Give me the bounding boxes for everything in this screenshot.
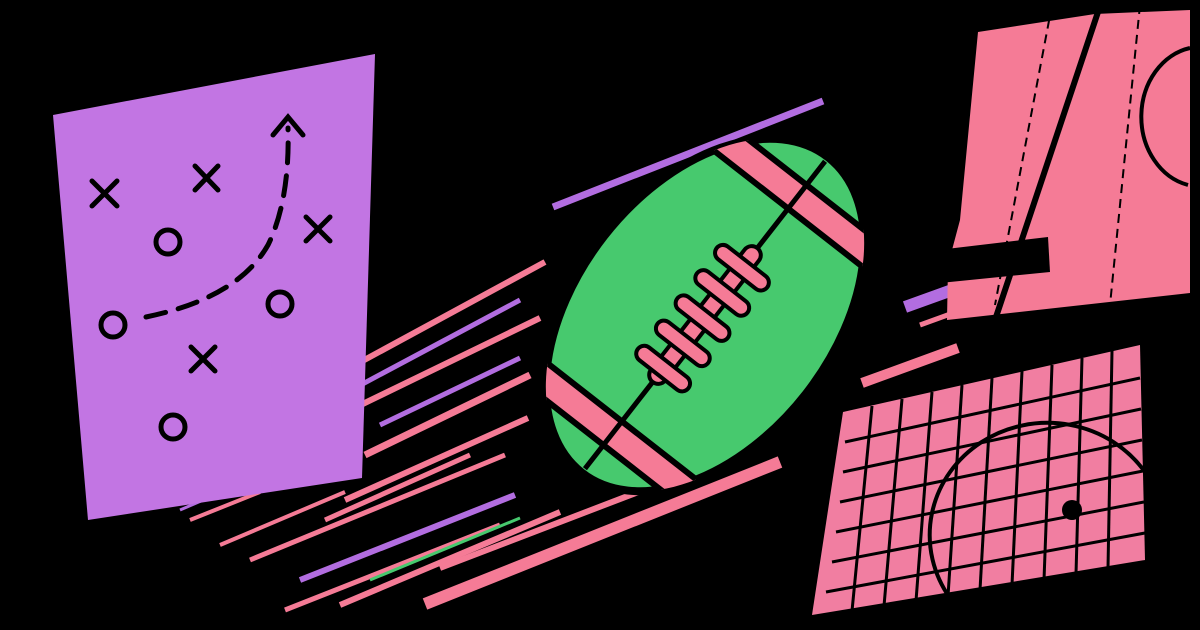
- motion-line: [338, 509, 562, 608]
- football-laces: [634, 242, 771, 394]
- play-route: [143, 125, 291, 320]
- grid-line: [844, 376, 1141, 444]
- grid-line: [850, 405, 874, 612]
- x-marker-icon: [303, 214, 333, 244]
- playbook-icon: [53, 54, 375, 520]
- field-spot-icon: [1062, 500, 1082, 520]
- grid-line: [978, 377, 994, 591]
- court-icon: [938, 0, 1191, 321]
- grid-line: [839, 438, 1143, 504]
- grid-line: [1074, 357, 1084, 575]
- motion-line: [353, 297, 522, 391]
- grid-line: [914, 391, 934, 602]
- field-arc: [927, 420, 1147, 600]
- motion-line: [338, 315, 542, 418]
- o-marker-icon: [153, 227, 183, 257]
- motion-line: [298, 492, 517, 583]
- grid-field-icon: [812, 345, 1147, 615]
- motion-line: [189, 490, 261, 522]
- motion-line: [343, 415, 530, 503]
- motion-line: [249, 452, 506, 563]
- motion-line: [422, 456, 783, 610]
- grid-line: [1010, 370, 1024, 586]
- motion-lines-icon: [179, 97, 1033, 613]
- motion-line: [860, 343, 960, 388]
- grid-line: [1042, 364, 1054, 581]
- football-icon: [488, 94, 922, 536]
- grid-line: [946, 384, 964, 597]
- playbook-board: [53, 54, 375, 520]
- grid-line: [882, 398, 904, 607]
- court-notch: [938, 237, 1050, 283]
- grid-line: [825, 531, 1146, 594]
- motion-line: [219, 490, 346, 547]
- court-dashed-line: [994, 4, 1053, 306]
- o-marker-icon: [265, 289, 295, 319]
- grid-line: [831, 500, 1145, 564]
- motion-line: [323, 452, 472, 523]
- x-marker-icon: [89, 178, 120, 209]
- motion-line: [284, 522, 501, 613]
- grid-line: [835, 469, 1144, 534]
- motion-line: [369, 516, 521, 582]
- x-marker-icon: [192, 163, 221, 193]
- play-diagram: [89, 113, 333, 442]
- motion-line: [551, 97, 825, 211]
- o-marker-icon: [158, 412, 188, 442]
- x-marker-icon: [188, 344, 218, 374]
- motion-line: [363, 371, 532, 459]
- route-arrow-icon: [270, 113, 306, 138]
- motion-line: [378, 355, 522, 428]
- grid-line: [842, 407, 1142, 474]
- o-marker-icon: [98, 310, 128, 340]
- court-dashed-line: [1109, 4, 1141, 306]
- grid-line: [1106, 350, 1114, 569]
- court-arc: [1139, 46, 1191, 187]
